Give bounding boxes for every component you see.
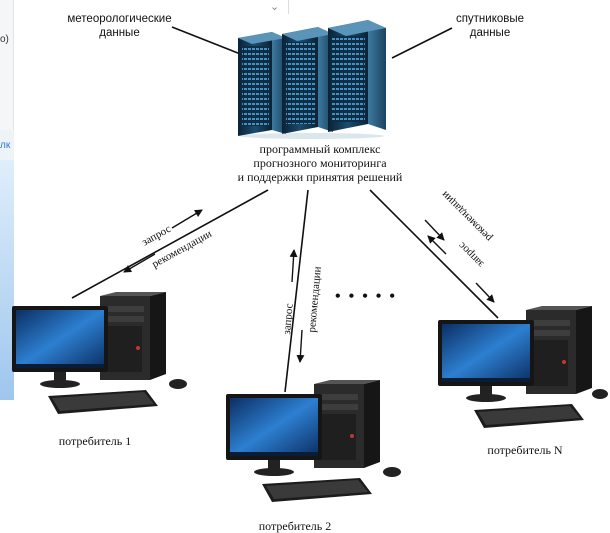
background-link-text: лк [0, 140, 11, 151]
computer-icon-consumer-2 [226, 380, 401, 502]
link-consumer-2 [284, 189, 309, 393]
background-window-blue-panel [0, 160, 14, 400]
satellite-label-line1: спутниковые [455, 13, 525, 25]
meteo-label-line1: метеорологические [67, 13, 172, 25]
satellite-label-line2: данные [469, 27, 511, 39]
left-request-arrow [171, 209, 203, 229]
meteo-data-line [171, 26, 249, 58]
background-window-fragment-link: лк [0, 130, 14, 160]
server-label-line2: прогнозного мониторинга [253, 156, 387, 170]
left-recommend-arrow [123, 253, 156, 273]
link-consumer-n [369, 189, 499, 319]
consumer-1-label: потребитель 1 [58, 434, 132, 448]
right-request-arrow [475, 282, 495, 303]
satellite-data-line [391, 27, 453, 59]
computer-icon-consumer-n [438, 306, 608, 428]
right-recommend-arrow [424, 219, 445, 241]
right-return-arrow [427, 235, 447, 255]
consumer-2-label: потребитель 2 [258, 519, 332, 533]
server-label-line3: и поддержки принятия решений [237, 170, 403, 184]
meteo-data-label: метеорологические данные [62, 12, 177, 40]
background-window-fragment: o) [0, 0, 14, 130]
chevron-down-icon: ⌄ [270, 1, 280, 13]
consumer-n-label: потребитель N [487, 443, 563, 457]
more-consumers-ellipsis: • • • • • [335, 288, 398, 305]
computer-icon-consumer-1 [12, 292, 187, 414]
meteo-label-line2: данные [99, 27, 140, 39]
background-fragment-text: o) [0, 34, 9, 45]
satellite-data-label: спутниковые данные [445, 12, 535, 40]
link-consumer-1 [71, 189, 269, 299]
mid-request-arrow [289, 249, 298, 283]
server-label-line1: программный комплекс [259, 142, 381, 156]
background-divider [288, 0, 289, 14]
server-label: программный комплекс прогнозного монитор… [215, 142, 425, 184]
mid-recommend-arrow [296, 329, 305, 363]
server-rack-icon [238, 20, 386, 139]
